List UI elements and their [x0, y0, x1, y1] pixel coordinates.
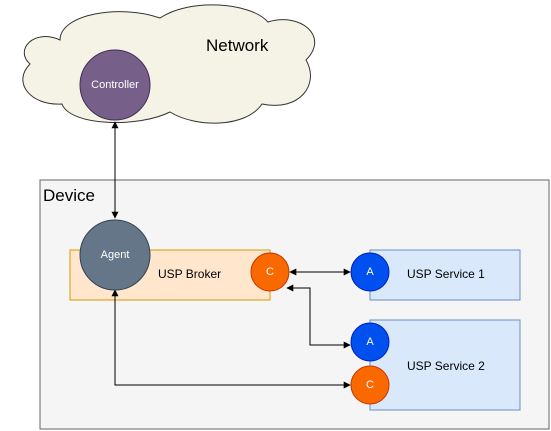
- broker-controller-badge-label: C: [266, 266, 274, 278]
- controller-label: Controller: [91, 79, 139, 91]
- service2-controller-badge-label: C: [366, 379, 374, 391]
- agent-label: Agent: [100, 249, 130, 261]
- usp-service-2-label: USP Service 2: [407, 359, 485, 373]
- network-label: Network: [206, 36, 269, 55]
- service2-agent-badge: [350, 322, 390, 362]
- controller-node: [79, 49, 151, 121]
- usp-service-1-label: USP Service 1: [407, 267, 485, 281]
- broker-controller-badge: [250, 252, 290, 292]
- service2-controller-badge: [350, 365, 390, 405]
- network-cloud: [22, 4, 316, 124]
- device-label: Device: [43, 186, 95, 205]
- service2-agent-badge-label: A: [366, 336, 374, 348]
- agent-service2-connector: [111, 289, 351, 389]
- service1-agent-badge: [350, 252, 390, 292]
- agent-node: [79, 219, 151, 291]
- usp-service-2-box: [369, 319, 521, 411]
- usp-service-1-box: [369, 249, 521, 301]
- usp-broker-label: USP Broker: [158, 267, 222, 281]
- service1-agent-badge-label: A: [366, 266, 374, 278]
